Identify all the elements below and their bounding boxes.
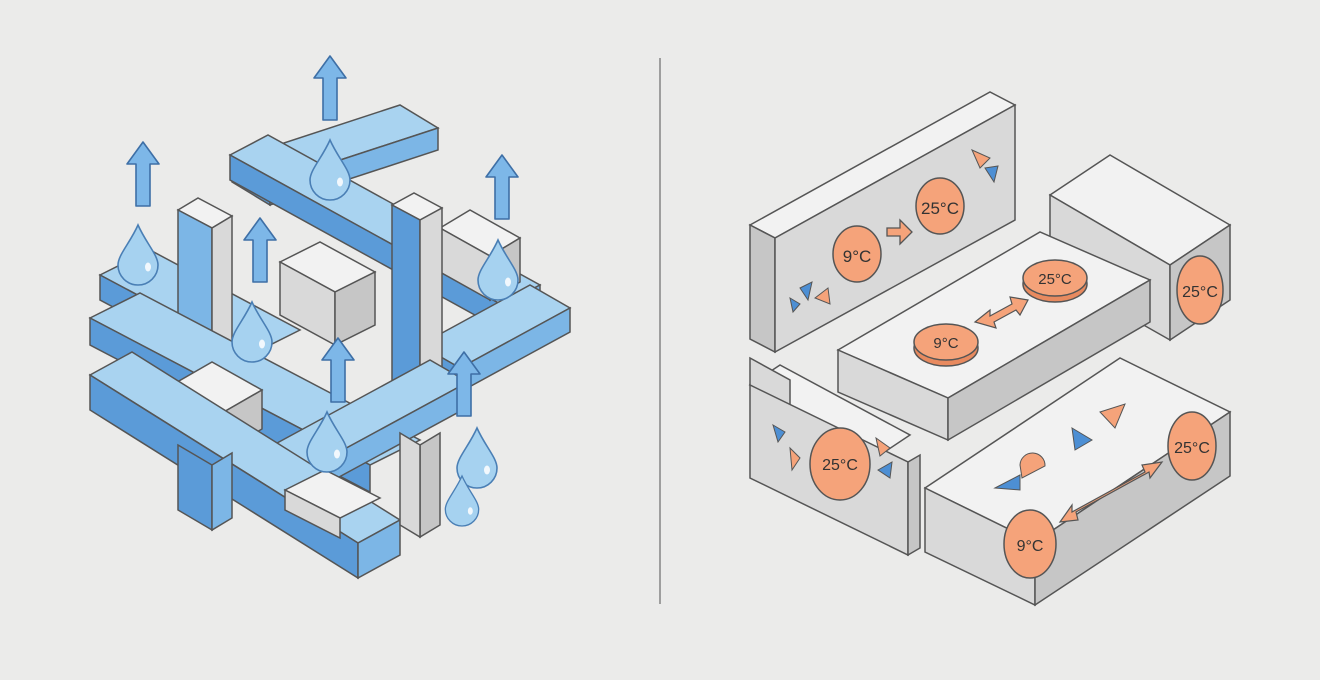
- badge-warm: 25°C: [1177, 256, 1223, 324]
- badge-label: 9°C: [933, 335, 958, 352]
- up-arrow-icon: [127, 142, 159, 206]
- badge-label: 25°C: [1182, 284, 1218, 301]
- badge-label: 25°C: [1038, 271, 1072, 288]
- badge-warm-disc: 25°C: [1023, 260, 1087, 302]
- badge-label: 25°C: [1174, 440, 1210, 457]
- badge-warm: 25°C: [810, 428, 870, 500]
- badge-warm: 25°C: [1168, 412, 1216, 480]
- right-panel-thermal-blocks: 9°C 25°C 25°C 25°C: [750, 92, 1230, 605]
- badge-cold-disc: 9°C: [914, 324, 978, 366]
- badge-label: 9°C: [843, 247, 872, 266]
- left-panel-moisture-lattice: [90, 56, 570, 578]
- badge-label: 25°C: [822, 457, 858, 474]
- badge-cold: 9°C: [1004, 510, 1056, 578]
- badge-warm: 25°C: [916, 178, 964, 234]
- moisture-drop-icon: [118, 225, 158, 285]
- badge-label: 9°C: [1017, 538, 1044, 555]
- badge-cold: 9°C: [833, 226, 881, 282]
- up-arrow-icon: [314, 56, 346, 120]
- gray-block: [400, 433, 440, 537]
- up-arrow-icon: [244, 218, 276, 282]
- badge-label: 25°C: [921, 199, 959, 218]
- up-arrow-icon: [486, 155, 518, 219]
